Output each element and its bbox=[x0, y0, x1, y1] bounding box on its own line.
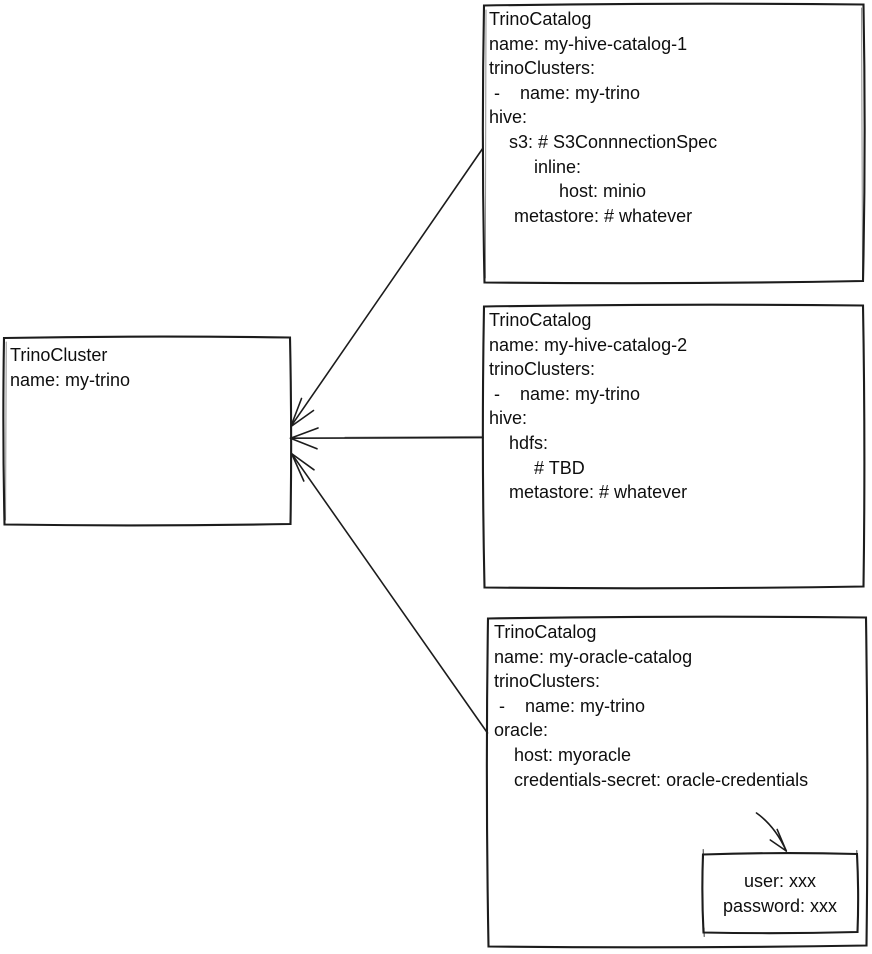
trino-cluster-box bbox=[2, 335, 293, 527]
connector-catalog-2-restroke bbox=[344, 435, 484, 438]
trino-cluster-text: TrinoCluster name: my-trino bbox=[10, 345, 131, 390]
connector-catalog-1-arrowhead bbox=[290, 397, 315, 428]
credentials-box-layer bbox=[701, 848, 860, 938]
trino-catalog-3-text: TrinoCatalog name: my-oracle-catalog tri… bbox=[494, 622, 809, 790]
connector-catalog-2-arrowhead bbox=[289, 427, 319, 450]
connector-catalog-2-line bbox=[289, 436, 484, 439]
credentials-box bbox=[701, 852, 860, 935]
connector-catalog-1-line bbox=[290, 147, 484, 428]
trino-catalog-2-text: TrinoCatalog name: my-hive-catalog-2 tri… bbox=[489, 310, 688, 503]
trino-catalog-1-box bbox=[481, 2, 866, 285]
sketch-restroke bbox=[5, 7, 863, 521]
credentials-annotation-arrowhead bbox=[769, 828, 788, 852]
connector-catalog-3-arrowhead bbox=[290, 452, 315, 482]
connector-catalog-3-line bbox=[290, 452, 489, 734]
trino-catalog-1-text: TrinoCatalog name: my-hive-catalog-1 tri… bbox=[489, 9, 718, 226]
connectors-layer bbox=[289, 147, 788, 852]
trino-catalog-2-box bbox=[481, 303, 866, 590]
credentials-box-text: user: xxx password: xxx bbox=[722, 871, 838, 916]
credentials-box-corner-ticks bbox=[702, 848, 858, 938]
